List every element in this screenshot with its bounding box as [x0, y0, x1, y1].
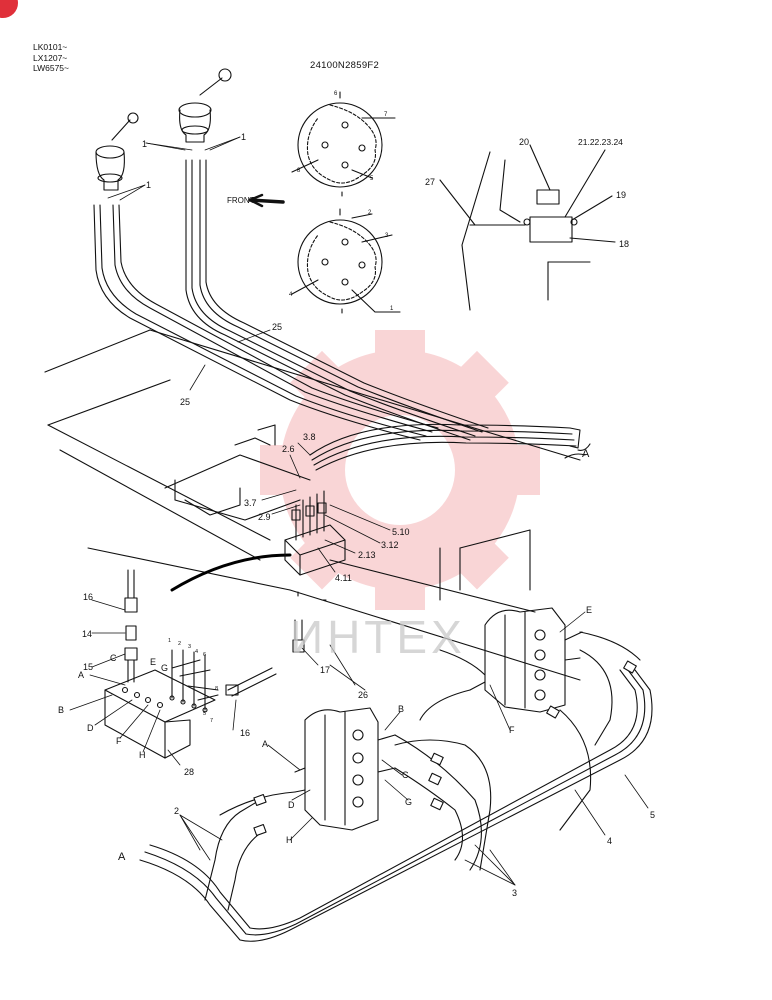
block-port-5: 5 [203, 711, 206, 717]
port-G-small: G [161, 663, 168, 673]
callout-16b: 16 [240, 728, 250, 738]
circle-bottom-port-2: 2 [368, 210, 372, 216]
callout-27: 27 [425, 177, 435, 187]
label-A-bottom: A [118, 851, 126, 863]
callout-25b: 25 [180, 397, 190, 407]
block-port-2: 2 [178, 641, 181, 647]
block-port-3: 3 [188, 644, 191, 650]
right-joystick [178, 68, 232, 143]
label-A-top: A [582, 448, 590, 460]
circle-bottom-port-1: 1 [390, 306, 394, 312]
circle-top-port-7: 7 [384, 112, 388, 118]
block-port-8: 8 [215, 686, 218, 692]
drawing-code: 24100N2859F2 [310, 60, 380, 71]
block-port-7: 7 [210, 718, 213, 724]
stem-17 [292, 619, 305, 653]
callout-25a: 25 [272, 322, 282, 332]
serial-3: LW6575~ [33, 63, 69, 73]
callout-5: 5 [650, 810, 655, 820]
port-C-small: C [110, 653, 117, 663]
callout-2-13: 2.13 [358, 550, 376, 560]
circle-top-port-6: 6 [334, 91, 338, 97]
port-C-valve: C [402, 770, 409, 780]
callout-4: 4 [607, 836, 612, 846]
callout-3-8: 3.8 [303, 432, 316, 442]
control-valve-left [294, 707, 396, 831]
callout-16a: 16 [83, 592, 93, 602]
callout-3-12: 3.12 [381, 540, 399, 550]
serial-numbers: LK0101~ LX1207~ LW6575~ [33, 42, 69, 74]
callout-18: 18 [619, 239, 629, 249]
port-circle-bottom [291, 208, 401, 314]
chassis-frame [44, 329, 581, 681]
callout-5-10: 5.10 [392, 527, 410, 537]
watermark-text: ИНТЕХ [290, 611, 466, 663]
left-joystick [95, 112, 139, 191]
port-A-small: A [78, 670, 84, 680]
circle-top-port-5: 5 [370, 176, 374, 182]
callout-2-6: 2.6 [282, 444, 295, 454]
circle-top-port-8: 8 [297, 168, 301, 174]
callout-28: 28 [184, 767, 194, 777]
port-F-small: F [116, 736, 122, 746]
callout-15: 15 [83, 662, 93, 672]
port-B-small: B [58, 705, 64, 715]
callout-26: 26 [358, 690, 368, 700]
serial-2: LX1207~ [33, 52, 68, 63]
block-port-4: 4 [195, 649, 198, 655]
hose-bundle-to-A [309, 423, 591, 471]
callout-1c: 1 [146, 180, 151, 190]
port-circle-top [291, 91, 396, 197]
callout-20: 20 [519, 137, 529, 147]
callout-3: 3 [512, 888, 517, 898]
port-D-small: D [87, 723, 94, 733]
callout-4-11: 4.11 [335, 573, 352, 583]
block-port-6: 6 [203, 652, 206, 658]
fitting-16-right [225, 667, 277, 697]
port-B-valve: B [398, 704, 404, 714]
callout-1a: 1 [142, 139, 147, 149]
block-port-1: 1 [168, 638, 171, 644]
port-H-small: H [139, 750, 146, 760]
port-A-valve: A [262, 739, 268, 749]
callout-2: 2 [174, 806, 179, 816]
callout-14: 14 [82, 629, 92, 639]
block-28 [104, 649, 219, 759]
front-label: FRONT [227, 196, 255, 205]
hose-fittings [253, 660, 637, 837]
pilot-valve-block [284, 490, 346, 601]
callout-17: 17 [320, 665, 330, 675]
port-E-valve: E [586, 605, 592, 615]
port-E-small: E [150, 657, 156, 667]
hoses-lower [139, 631, 653, 942]
watermark-gear [260, 330, 540, 610]
port-G-valve: G [405, 797, 412, 807]
port-D-valve: D [288, 800, 295, 810]
circle-bottom-port-3: 3 [385, 233, 389, 239]
leader-lines [69, 136, 649, 886]
control-valve-right [469, 607, 583, 713]
callout-21-24: 21.22.23.24 [578, 137, 623, 147]
cab-detail [439, 144, 616, 311]
port-F-valve: F [509, 725, 515, 735]
callout-3-7: 3.7 [244, 498, 257, 508]
port-H-valve: H [286, 835, 293, 845]
corner-badge [0, 0, 18, 18]
circle-bottom-port-4: 4 [289, 292, 293, 298]
callout-19: 19 [616, 190, 626, 200]
callout-1b: 1 [241, 132, 246, 142]
callout-2-9: 2.9 [258, 512, 271, 522]
fitting-stack [124, 569, 138, 683]
serial-1: LK0101~ [33, 42, 68, 52]
